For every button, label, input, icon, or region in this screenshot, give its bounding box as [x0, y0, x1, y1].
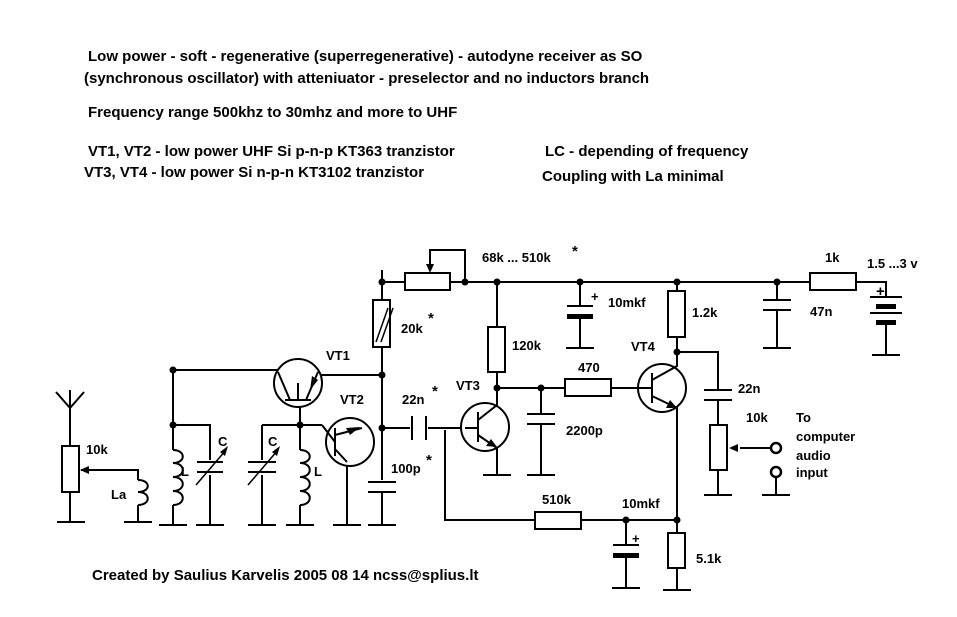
transistor-vt3 [460, 388, 510, 475]
label-vt1: VT1 [326, 348, 350, 363]
label-l-la: La [111, 487, 127, 502]
description-line-2: (synchronous oscillator) with atteniuato… [84, 70, 649, 87]
label-c2: C [268, 434, 278, 449]
label-c-100p: 100p [391, 461, 421, 476]
description-line-6: LC - depending of frequency [545, 143, 749, 160]
description-line-1: Low power - soft - regenerative (superre… [88, 48, 643, 65]
resistor-10k-output [709, 424, 728, 471]
label-r-510k: 510k [542, 492, 572, 507]
label-vt2: VT2 [340, 392, 364, 407]
description-line-4: VT1, VT2 - low power UHF Si p-n-p KT363 … [88, 143, 455, 160]
component-labels: 68k ... 510k * 20k * 120k 10mkf + 1.2k 1… [86, 243, 918, 566]
label-battery: 1.5 ...3 v [867, 256, 918, 271]
antenna-icon [55, 390, 85, 420]
junction-dots [169, 278, 781, 524]
output-jacks [769, 441, 783, 479]
output-label: To computer audio input [796, 410, 855, 480]
output-jack-signal [769, 441, 783, 455]
footer-credit: Created by Saulius Karvelis 2005 08 14 n… [92, 567, 478, 584]
inductors [137, 449, 311, 506]
resistor-120k [487, 326, 506, 373]
resistor-510k [534, 511, 582, 530]
description-line-5: VT3, VT4 - low power Si n-p-n KT3102 tra… [84, 164, 424, 181]
label-r-5-1k: 5.1k [696, 551, 722, 566]
wires [69, 249, 887, 590]
label-c1: C [218, 434, 228, 449]
label-plus-top: + [591, 289, 599, 304]
label-l2: L [314, 464, 322, 479]
resistor-1k [809, 272, 857, 291]
label-plus-bottom: + [632, 531, 640, 546]
label-c-22n-in-mark: * [432, 383, 438, 400]
resistor-470 [564, 378, 612, 397]
label-r-10k-att: 10k [86, 442, 108, 457]
transistor-vt1 [273, 358, 323, 408]
label-c-47n: 47n [810, 304, 832, 319]
label-l1: L [181, 464, 189, 479]
transistor-vt4 [637, 352, 687, 413]
resistor-feedback-pot [404, 272, 451, 291]
label-r-20k: 20k [401, 321, 423, 336]
resistors [61, 250, 857, 569]
label-r-1-2k: 1.2k [692, 305, 718, 320]
resistor-10k-attenuator [61, 445, 80, 493]
output-label-line-4: input [796, 465, 828, 480]
label-c-2200p: 2200p [566, 423, 603, 438]
label-c-10mkf-top: 10mkf [608, 295, 646, 310]
transistor-vt2 [321, 417, 375, 467]
ground-symbols [57, 347, 900, 591]
label-r-feedback-mark: * [572, 243, 578, 260]
label-r-feedback: 68k ... 510k [482, 250, 551, 265]
label-c-10mkf-bottom: 10mkf [622, 496, 660, 511]
label-r-1k: 1k [825, 250, 840, 265]
description-line-7: Coupling with La minimal [542, 168, 724, 185]
capacitors [195, 299, 791, 558]
transistors [273, 352, 687, 475]
label-c-22n-in: 22n [402, 392, 424, 407]
battery-icon [870, 296, 902, 325]
output-label-line-2: computer [796, 429, 855, 444]
description-line-3: Frequency range 500khz to 30mhz and more… [88, 104, 457, 121]
output-label-line-3: audio [796, 448, 831, 463]
label-c-22n-out: 22n [738, 381, 760, 396]
description-block: Low power - soft - regenerative (superre… [84, 48, 749, 185]
resistor-5-1k [667, 532, 686, 569]
label-r-10k-out: 10k [746, 410, 768, 425]
label-c-100p-mark: * [426, 452, 432, 469]
output-label-line-1: To [796, 410, 811, 425]
label-r-20k-mark: * [428, 310, 434, 327]
label-r-120k: 120k [512, 338, 542, 353]
resistor-20k [372, 299, 391, 348]
label-r-470: 470 [578, 360, 600, 375]
resistor-1-2k [667, 290, 686, 338]
label-vt4: VT4 [631, 339, 656, 354]
output-jack-ground [769, 465, 783, 479]
label-vt3: VT3 [456, 378, 480, 393]
label-plus-battery: + [876, 283, 885, 300]
